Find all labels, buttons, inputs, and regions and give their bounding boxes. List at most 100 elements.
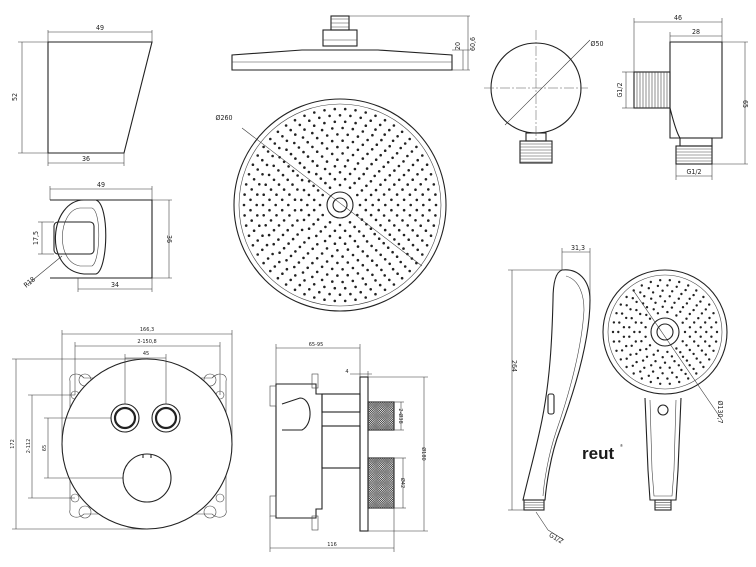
front-radius-label: R18 xyxy=(22,275,37,289)
nozzle-dot xyxy=(325,134,329,137)
hand-shower-length-label: 264 xyxy=(510,360,518,372)
nozzle-dot xyxy=(625,344,628,348)
nozzle-dot xyxy=(361,157,365,160)
nozzle-dot xyxy=(650,364,653,367)
nozzle-dot xyxy=(652,353,655,356)
nozzle-dot xyxy=(364,296,368,299)
nozzle-dot xyxy=(659,295,662,298)
knurl-line xyxy=(385,457,395,467)
nozzle-dot xyxy=(415,208,419,212)
side-offset-label: 4 xyxy=(345,369,348,375)
nozzle-dot xyxy=(396,135,399,138)
knurl-line xyxy=(377,413,395,431)
nozzle-dot xyxy=(261,234,264,237)
nozzle-dot xyxy=(388,144,392,148)
nozzle-dot xyxy=(366,254,369,258)
nozzle-dot xyxy=(629,308,632,311)
nozzle-dot xyxy=(630,317,633,320)
nozzle-dot xyxy=(640,284,643,287)
nozzle-dot xyxy=(341,152,344,155)
nozzle-dot xyxy=(269,137,272,141)
nozzle-dot xyxy=(391,250,394,254)
nozzle-dot xyxy=(351,266,355,270)
nozzle-dot xyxy=(641,359,645,362)
nozzle-dot xyxy=(425,244,429,247)
nozzle-dot xyxy=(249,208,252,212)
nozzle-dot xyxy=(320,278,324,282)
nozzle-dot xyxy=(656,284,660,288)
nozzle-dot xyxy=(356,245,360,248)
knurl-line xyxy=(374,410,395,431)
nozzle-dot xyxy=(269,219,273,222)
nozzle-dot xyxy=(300,178,304,182)
nozzle-dot xyxy=(251,163,255,166)
nozzle-dot xyxy=(341,139,344,142)
nozzle-dot xyxy=(410,150,414,153)
nozzle-dot xyxy=(374,218,378,222)
knurl-line xyxy=(367,501,375,509)
nozzle-dot xyxy=(311,159,315,163)
nozzle-dot xyxy=(294,250,297,253)
nozzle-dot xyxy=(681,306,685,309)
nozzle-dot xyxy=(684,288,687,292)
nozzle-dot xyxy=(371,203,375,207)
knurl-line xyxy=(367,479,395,506)
nozzle-dot xyxy=(323,298,326,302)
nozzle-dot xyxy=(651,370,655,373)
nozzle-dot xyxy=(388,233,392,236)
nozzle-dot xyxy=(670,355,674,358)
mixer-height-inner-label: 2-112 xyxy=(26,439,32,454)
outlet-width-body-label: 28 xyxy=(692,28,700,36)
nozzle-dot xyxy=(357,230,361,233)
knurl-line xyxy=(374,488,395,509)
holder-height-label: 52 xyxy=(11,93,19,101)
knurl-line xyxy=(367,401,391,425)
wall-holder-front-view: 49 36 17,5 34 R18 xyxy=(22,181,173,292)
nozzle-dot xyxy=(377,208,381,212)
nozzle-dot xyxy=(678,280,681,284)
knurl-line xyxy=(368,457,395,484)
nozzle-dot xyxy=(634,321,637,324)
nozzle-dot xyxy=(364,111,368,114)
nozzle-dot xyxy=(242,203,246,207)
nozzle-dot xyxy=(343,299,347,303)
knurl-line xyxy=(385,421,395,431)
nozzle-dot xyxy=(393,169,396,172)
outlet-height-label: 65 xyxy=(741,100,749,108)
nozzle-dot xyxy=(366,138,369,142)
knurl-line xyxy=(374,457,395,478)
nozzle-dot xyxy=(264,224,268,227)
nozzle-dot xyxy=(644,335,647,338)
nozzle-dot xyxy=(383,228,387,232)
nozzle-dot xyxy=(670,306,674,309)
nozzle-dot xyxy=(379,224,382,227)
nozzle-dot xyxy=(276,130,280,134)
nozzle-dot xyxy=(685,344,688,347)
nozzle-dot xyxy=(244,224,248,227)
nozzle-dot xyxy=(644,326,647,329)
nozzle-dot xyxy=(302,218,306,222)
nozzle-dot xyxy=(288,214,291,217)
nozzle-dot xyxy=(661,356,664,359)
nozzle-dot xyxy=(668,295,671,298)
nozzle-dot xyxy=(622,326,626,329)
nozzle-dot xyxy=(262,261,265,265)
nozzle-dot xyxy=(411,229,415,232)
nozzle-dot xyxy=(625,357,628,360)
nozzle-dot xyxy=(330,267,334,271)
nozzle-dot xyxy=(315,234,318,238)
nozzle-dot xyxy=(328,234,332,238)
nozzle-dot xyxy=(683,330,687,334)
nozzle-dot xyxy=(361,250,365,253)
nozzle-dot xyxy=(262,145,265,149)
mixer-width-total-label: 166,3 xyxy=(140,327,154,333)
nozzle-dot xyxy=(373,174,377,178)
nozzle-dot xyxy=(370,148,374,151)
nozzle-dot xyxy=(364,124,368,127)
nozzle-dot xyxy=(266,257,270,260)
knurl-line xyxy=(379,401,395,417)
nozzle-dot xyxy=(663,300,667,303)
nozzle-dot xyxy=(379,183,382,186)
nozzle-dot xyxy=(262,193,266,196)
